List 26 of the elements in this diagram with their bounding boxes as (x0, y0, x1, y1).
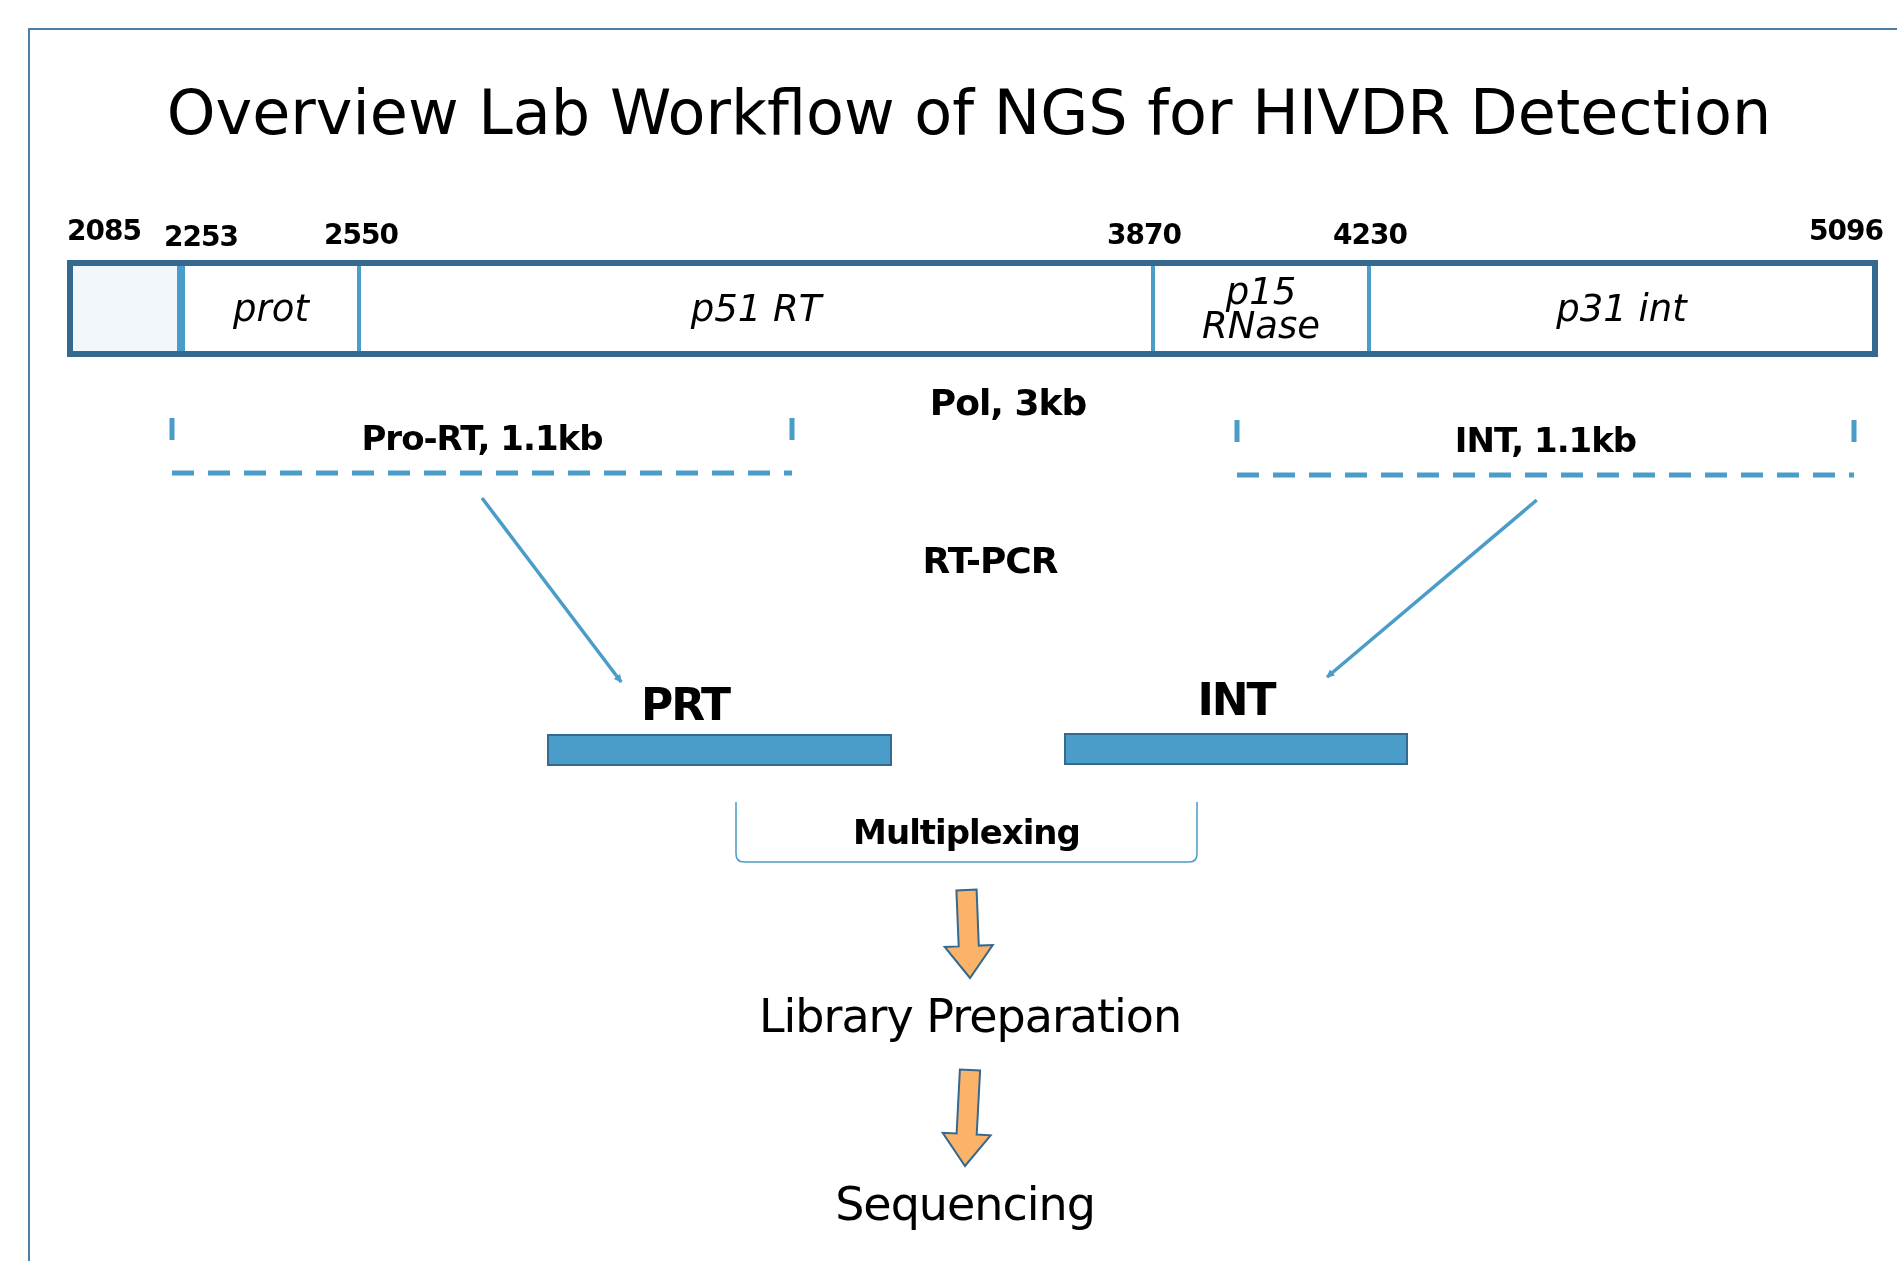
gene-segment: p15 RNase (1151, 266, 1367, 351)
arrow (480, 496, 623, 684)
position-number: 3870 (1107, 217, 1181, 251)
position-number: 2253 (164, 219, 238, 253)
workflow-step: Library Preparation (720, 988, 1220, 1044)
position-number: 2085 (67, 213, 141, 247)
diagram-title: Overview Lab Workflow of NGS for HIVDR Detection (166, 75, 1772, 149)
workflow-step: Sequencing (760, 1176, 1170, 1232)
block-arrow (940, 1068, 993, 1168)
position-number: 4230 (1333, 217, 1407, 251)
genome-map-bar (67, 260, 1878, 357)
gene-segment (73, 266, 181, 351)
arrow (1326, 498, 1538, 679)
gene-segment: p31 int (1367, 266, 1872, 351)
annotation-text: RT-PCR (922, 539, 1058, 581)
bracket-label: Pro-RT, 1.1kb (361, 418, 603, 458)
gene-segment: prot (181, 266, 357, 351)
bracket-label: Multiplexing (853, 812, 1080, 852)
bracket-label: INT, 1.1kb (1454, 420, 1637, 460)
amplicon-label: INT (1197, 677, 1275, 723)
position-number: 5096 (1809, 213, 1883, 247)
gene-segment: p51 RT (357, 266, 1151, 351)
annotation-text: Pol, 3kb (929, 381, 1087, 423)
amplicon-label: PRT (640, 682, 730, 728)
position-number: 2550 (324, 217, 398, 251)
block-arrow (942, 888, 995, 980)
